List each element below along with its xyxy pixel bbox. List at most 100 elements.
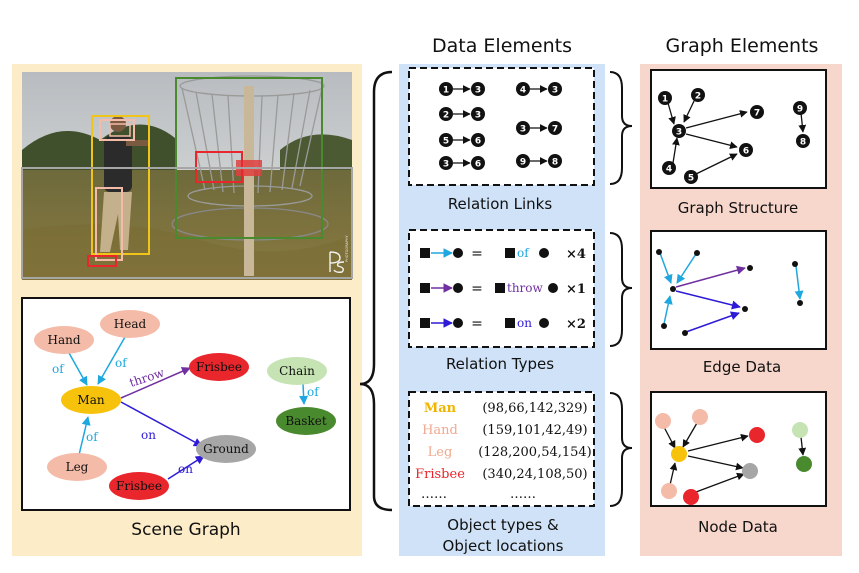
link-1-to: 3 bbox=[548, 82, 562, 96]
gs-node-6: 6 bbox=[739, 143, 753, 157]
object-more-2: …… bbox=[510, 487, 536, 502]
svg-text:2: 2 bbox=[695, 92, 701, 102]
svg-text:5: 5 bbox=[443, 137, 449, 147]
source-square bbox=[420, 283, 430, 293]
relation-links-box bbox=[408, 67, 595, 186]
caption-scene-graph: Scene Graph bbox=[131, 520, 240, 540]
object-name: Leg bbox=[428, 445, 453, 460]
node-hand-label: Hand bbox=[47, 333, 80, 347]
node-frisbee-1-label: Frisbee bbox=[196, 360, 242, 374]
svg-text:8: 8 bbox=[552, 158, 558, 168]
scene-graph-edges bbox=[68, 336, 309, 480]
gs-node-3: 3 bbox=[672, 124, 686, 138]
node-leg bbox=[47, 453, 107, 481]
link-5-from: 3 bbox=[439, 156, 453, 170]
svg-text:3: 3 bbox=[475, 111, 481, 121]
gs-node-1: 1 bbox=[658, 91, 672, 105]
scene-photo: PS PHOTOGRAPHY bbox=[21, 72, 353, 280]
relation-types-list: =of×4=throw×1=on×2 bbox=[420, 246, 586, 332]
object-locations-box bbox=[408, 391, 595, 507]
gs-node-4: 4 bbox=[662, 161, 676, 175]
node-head-label: Head bbox=[114, 317, 147, 331]
node-data-edges bbox=[663, 422, 807, 493]
svg-text:3: 3 bbox=[676, 128, 682, 138]
object-box: (340,24,108,50) bbox=[482, 467, 587, 482]
link-6-to: 8 bbox=[548, 154, 562, 168]
edge-label-on-ground: on bbox=[141, 428, 156, 442]
target-dot bbox=[453, 283, 463, 293]
type-count: ×1 bbox=[566, 282, 586, 297]
relation-type-row: =on×2 bbox=[420, 316, 586, 332]
type-label: throw bbox=[507, 281, 544, 295]
link-0-to: 3 bbox=[471, 82, 485, 96]
edge-label-of-hand: of bbox=[52, 362, 65, 376]
node-man bbox=[61, 386, 121, 414]
node-chain-label: Chain bbox=[279, 364, 315, 378]
svg-text:3: 3 bbox=[443, 160, 449, 170]
svg-text:7: 7 bbox=[552, 125, 558, 135]
object-box: (98,66,142,329) bbox=[482, 401, 587, 416]
object-row: Hand (159,101,42,49) bbox=[422, 423, 588, 438]
object-row: Man (98,66,142,329) bbox=[424, 401, 588, 416]
caption-graph-structure: Graph Structure bbox=[678, 199, 799, 217]
gs-node-2: 2 bbox=[691, 88, 705, 102]
svg-text:4: 4 bbox=[520, 86, 526, 96]
object-name: Frisbee bbox=[415, 467, 465, 482]
object-box: (159,101,42,49) bbox=[482, 423, 587, 438]
type-equals: = bbox=[471, 316, 483, 332]
object-locations-list: Man (98,66,142,329) Hand (159,101,42,49) Leg… bbox=[415, 401, 592, 482]
object-more-1: …… bbox=[421, 487, 447, 502]
type-label: on bbox=[517, 316, 532, 330]
link-6-from: 9 bbox=[516, 154, 530, 168]
caption-object-line1: Object types & bbox=[447, 516, 559, 534]
caption-relation-types: Relation Types bbox=[446, 355, 554, 373]
link-3-to: 6 bbox=[471, 133, 485, 147]
node-leg-label: Leg bbox=[66, 460, 89, 474]
link-3-from: 5 bbox=[439, 133, 453, 147]
node-ground-label: Ground bbox=[203, 442, 249, 456]
svg-text:5: 5 bbox=[688, 174, 694, 184]
link-5-to: 6 bbox=[471, 156, 485, 170]
svg-text:1: 1 bbox=[662, 95, 668, 105]
node-chain bbox=[267, 357, 327, 385]
node-basket-label: Basket bbox=[285, 414, 327, 428]
svg-text:6: 6 bbox=[475, 137, 481, 147]
node-frisbee-1 bbox=[189, 353, 249, 381]
svg-text:6: 6 bbox=[475, 160, 481, 170]
link-2-to: 3 bbox=[471, 107, 485, 121]
gs-node-9: 9 bbox=[793, 101, 807, 115]
header-graph-elements: Graph Elements bbox=[666, 35, 819, 57]
node-frisbee-2-label: Frisbee bbox=[116, 479, 162, 493]
svg-text:4: 4 bbox=[666, 165, 672, 175]
link-2-from: 2 bbox=[439, 107, 453, 121]
label-dot bbox=[539, 318, 549, 328]
label-square bbox=[505, 318, 515, 328]
node-hand bbox=[34, 326, 94, 354]
edge-data-nodes bbox=[656, 249, 803, 336]
object-name: Man bbox=[424, 401, 457, 416]
svg-text:3: 3 bbox=[552, 86, 558, 96]
object-name: Hand bbox=[422, 423, 458, 438]
edge-label-of-head: of bbox=[115, 356, 128, 370]
edge-data-edges bbox=[659, 252, 804, 333]
link-0-from: 1 bbox=[439, 82, 453, 96]
node-data-nodes bbox=[655, 409, 812, 505]
source-square bbox=[420, 248, 430, 258]
gs-node-5: 5 bbox=[684, 170, 698, 184]
svg-text:1: 1 bbox=[443, 86, 449, 96]
label-square bbox=[495, 283, 505, 293]
svg-text:8: 8 bbox=[800, 138, 806, 148]
edge-label-of-chain: of bbox=[307, 385, 320, 399]
type-count: ×4 bbox=[566, 247, 586, 262]
node-ground bbox=[196, 435, 256, 463]
relation-type-row: =of×4 bbox=[420, 246, 586, 262]
node-basket bbox=[276, 407, 336, 435]
object-box: (128,200,54,154) bbox=[478, 445, 592, 460]
type-equals: = bbox=[471, 281, 483, 297]
svg-text:9: 9 bbox=[520, 158, 526, 168]
edge-data-box bbox=[650, 230, 827, 350]
svg-text:9: 9 bbox=[797, 105, 803, 115]
